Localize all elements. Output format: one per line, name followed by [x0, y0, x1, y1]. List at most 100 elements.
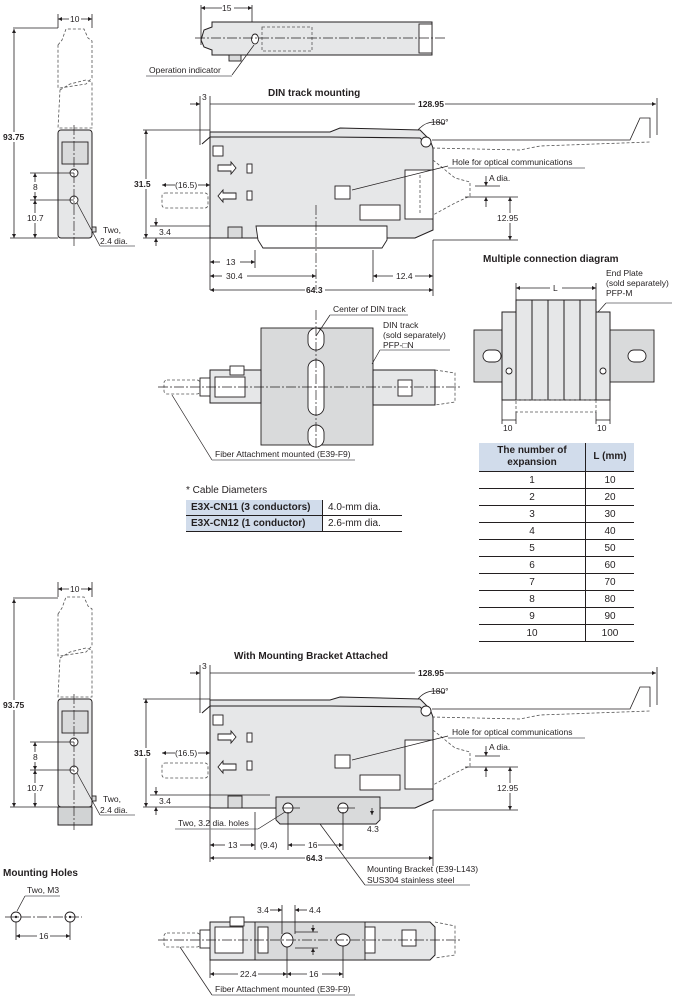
holes-label-2: 2.4 dia.: [100, 805, 128, 815]
expansion-count: 5: [479, 539, 586, 557]
length-mm: 60: [585, 556, 634, 574]
dim-16: 16: [308, 840, 318, 850]
title-din-track-mounting: DIN track mounting: [268, 88, 360, 99]
dim-4-4: 4.4: [309, 905, 321, 915]
side-view-bracket: With Mounting Bracket Attached 3 128.95 …: [133, 651, 658, 886]
dim-3-4: 3.4: [257, 905, 269, 915]
end-plate-label-2: (sold separately): [606, 278, 669, 288]
dim-93-75: 93.75: [3, 700, 25, 710]
dim-9-4: (9.4): [260, 840, 278, 850]
holes-label-2: 2.4 dia.: [100, 236, 128, 246]
dim-L: L: [553, 283, 558, 293]
expansion-count: 2: [479, 488, 586, 506]
length-mm: 40: [585, 522, 634, 540]
bottom-view-din: Center of DIN track DIN track (sold sepa…: [158, 304, 460, 461]
dim-31-5: 31.5: [134, 748, 151, 758]
dim-13: 13: [226, 257, 236, 267]
dim-3: 3: [202, 661, 207, 671]
length-mm: 80: [585, 590, 634, 608]
cable-diameters-table: E3X-CN11 (3 conductors) 4.0-mm dia. E3X-…: [186, 500, 402, 532]
expansion-count: 3: [479, 505, 586, 523]
length-mm: 20: [585, 488, 634, 506]
angle-180: 180°: [431, 117, 449, 127]
dim-4-3: 4.3: [367, 824, 379, 834]
center-din-label: Center of DIN track: [333, 304, 406, 314]
length-mm: 10: [585, 471, 634, 489]
dim-128-95: 128.95: [418, 668, 444, 678]
length-mm: 30: [585, 505, 634, 523]
front-view-top: 10 93.75 8 10.7 Two, 2.4 dia.: [2, 14, 135, 247]
side-view-din: DIN track mounting 3 128.95 180° H: [133, 88, 658, 296]
bracket-label-2: SUS304 stainless steel: [367, 875, 455, 885]
title-mounting-holes: Mounting Holes: [3, 868, 78, 879]
din-track-label-2: (sold separately): [383, 330, 446, 340]
dim-30-4: 30.4: [226, 271, 243, 281]
table-header-row: The number of expansion L (mm): [479, 443, 634, 472]
dim-3: 3: [202, 92, 207, 102]
title-with-bracket: With Mounting Bracket Attached: [234, 651, 388, 662]
cable-model: E3X-CN11 (3 conductors): [186, 500, 323, 516]
length-mm: 50: [585, 539, 634, 557]
table-row: E3X-CN11 (3 conductors) 4.0-mm dia.: [186, 500, 402, 516]
top-view: 15 Operation indicator: [146, 3, 445, 77]
dim-8: 8: [33, 182, 38, 192]
expansion-count: 10: [479, 624, 586, 642]
hole-optical-label: Hole for optical communications: [452, 157, 572, 167]
dim-64-3: 64.3: [306, 285, 323, 295]
title-multiple-connection: Multiple connection diagram: [483, 254, 619, 265]
end-plate-label-1: End Plate: [606, 268, 643, 278]
cable-model: E3X-CN12 (1 conductor): [186, 515, 323, 532]
dim-13: 13: [228, 840, 238, 850]
dim-10: 10: [70, 584, 80, 594]
a-dia-label: A dia.: [489, 173, 510, 183]
dim-15: 15: [222, 3, 232, 13]
dim-128-95: 128.95: [418, 99, 444, 109]
fiber-attachment-label: Fiber Attachment mounted (E39-F9): [215, 449, 351, 459]
expansion-count: 6: [479, 556, 586, 574]
length-mm: 70: [585, 573, 634, 591]
cable-diameters-caption: * Cable Diameters: [186, 485, 268, 496]
length-mm: 90: [585, 607, 634, 625]
bottom-view-bracket: 3.4 4.4 22.4 16 Fiber Attachment mounted…: [158, 905, 460, 996]
holes-label-1: Two,: [103, 794, 121, 804]
length-mm: 100: [585, 624, 634, 642]
dim-10-right: 10: [597, 423, 607, 433]
holes-3-2-label: Two, 3.2 dia. holes: [178, 818, 249, 828]
expansion-count: 4: [479, 522, 586, 540]
dim-3-4: 3.4: [159, 796, 171, 806]
dim-64-3: 64.3: [306, 853, 323, 863]
mounting-bracket: [275, 796, 381, 825]
two-m3-label: Two, M3: [27, 885, 59, 895]
dim-10-7: 10.7: [27, 213, 44, 223]
operation-indicator-led: [251, 33, 259, 45]
dim-16: 16: [39, 931, 49, 941]
operation-indicator-label: Operation indicator: [149, 65, 221, 75]
din-track-label-3: PFP-□N: [383, 340, 414, 350]
bracket-label-1: Mounting Bracket (E39-L143): [367, 864, 478, 874]
dim-12-95: 12.95: [497, 783, 519, 793]
holes-label-1: Two,: [103, 225, 121, 235]
fiber-attachment-label: Fiber Attachment mounted (E39-F9): [215, 984, 351, 994]
dim-16-5: (16.5): [175, 180, 197, 190]
expansion-count: 9: [479, 607, 586, 625]
end-plate-label-3: PFP-M: [606, 288, 632, 298]
angle-180: 180°: [431, 686, 449, 696]
din-track-label-1: DIN track: [383, 320, 419, 330]
expansion-count: 8: [479, 590, 586, 608]
a-dia-label: A dia.: [489, 742, 510, 752]
expansion-count: 1: [479, 471, 586, 489]
front-view-bottom: 10 93.75 8 10.7 Two, 2.4 dia.: [2, 582, 135, 830]
multiple-connection: Multiple connection diagram L End Plate …: [473, 254, 672, 433]
dim-12-4: 12.4: [396, 271, 413, 281]
dim-3-4: 3.4: [159, 227, 171, 237]
